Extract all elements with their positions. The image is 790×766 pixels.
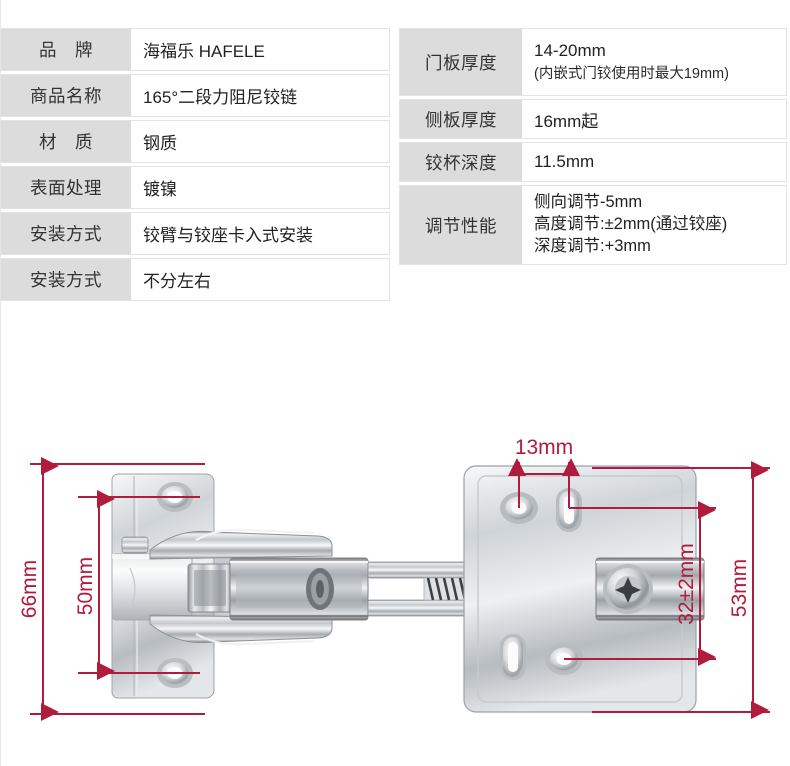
arm-left-block <box>187 563 233 613</box>
spec-value-material: 钢质 <box>131 121 389 162</box>
dimension-label-32mm: 32±2mm <box>675 543 698 625</box>
spec-table-right: 门板厚度 14-20mm (内嵌式门铰使用时最大19mm) 侧板厚度 16mm起… <box>399 28 787 301</box>
dimension-66mm: 66mm <box>18 457 205 721</box>
spec-value-door-thickness-note: (内嵌式门铰使用时最大19mm) <box>534 66 729 82</box>
spec-label-install-method: 安装方式 <box>1 213 131 254</box>
spec-value-door-thickness: 14-20mm (内嵌式门铰使用时最大19mm) <box>522 29 786 95</box>
spec-value-surface-finish: 镀镍 <box>131 167 389 208</box>
spec-label-cup-depth: 铰杯深度 <box>400 143 522 181</box>
table-row: 商品名称 165°二段力阻尼铰链 <box>0 74 390 117</box>
spec-value-adjustment-line-1: 侧向调节-5mm <box>534 193 643 212</box>
table-row: 门板厚度 14-20mm (内嵌式门铰使用时最大19mm) <box>399 28 787 96</box>
spec-value-brand: 海福乐 HAFELE <box>131 29 389 70</box>
spec-label-brand: 品 牌 <box>1 29 131 70</box>
spec-label-product-name: 商品名称 <box>1 75 131 116</box>
spec-value-side-panel-thickness: 16mm起 <box>522 100 786 138</box>
spec-value-adjustment-line-2: 高度调节:±2mm(通过铰座) <box>534 215 728 234</box>
spec-value-material-text: 钢质 <box>143 134 177 153</box>
hinge-arm-upper-link <box>149 528 333 560</box>
hinge-arm <box>229 557 369 621</box>
spec-value-brand-text: 海福乐 HAFELE <box>143 42 265 61</box>
spec-label-door-thickness: 门板厚度 <box>400 29 522 95</box>
spec-label-surface-finish: 表面处理 <box>1 167 131 208</box>
hinge-arm-lower-link <box>149 614 333 646</box>
spec-table-left: 品 牌 海福乐 HAFELE 商品名称 165°二段力阻尼铰链 材 质 钢质 表… <box>0 28 390 301</box>
dimension-label-66mm: 66mm <box>18 560 41 618</box>
cam-roller <box>306 568 334 610</box>
table-row: 侧板厚度 16mm起 <box>399 99 787 139</box>
spec-value-door-thickness-text: 14-20mm <box>534 41 606 60</box>
dimension-label-50mm: 50mm <box>74 557 97 615</box>
hinge-assembly-illustration <box>111 465 705 713</box>
hinge-technical-diagram: 66mm 50mm 13mm <box>0 392 790 766</box>
dimension-annotations: 66mm 50mm 13mm <box>18 436 770 721</box>
dimension-53mm: 53mm <box>592 461 770 719</box>
table-row: 调节性能 侧向调节-5mm 高度调节:±2mm(通过铰座) 深度调节:+3mm <box>399 185 787 265</box>
spec-value-install-method-text: 铰臂与铰座卡入式安装 <box>143 226 313 245</box>
base-plate-slot-top-right <box>556 488 582 532</box>
hinge-knuckle <box>121 536 149 554</box>
table-row: 安装方式 铰臂与铰座卡入式安装 <box>0 212 390 255</box>
spec-value-install-method: 铰臂与铰座卡入式安装 <box>131 213 389 254</box>
spec-label-handing: 安装方式 <box>1 259 131 300</box>
table-row: 安装方式 不分左右 <box>0 258 390 301</box>
spec-value-side-panel-thickness-text: 16mm起 <box>534 111 599 131</box>
dimension-32mm: 32±2mm <box>564 501 716 666</box>
spec-label-adjustment: 调节性能 <box>400 186 522 264</box>
table-row: 材 质 钢质 <box>0 120 390 163</box>
table-row: 铰杯深度 11.5mm <box>399 142 787 182</box>
spec-value-surface-finish-text: 镀镍 <box>143 180 177 199</box>
page-left-hairline <box>0 0 1 766</box>
spec-value-product-name: 165°二段力阻尼铰链 <box>131 75 389 116</box>
base-plate <box>463 465 697 713</box>
spec-value-handing-text: 不分左右 <box>143 272 211 291</box>
spec-value-cup-depth: 11.5mm <box>522 143 786 181</box>
arm-rails-right <box>367 561 489 617</box>
spec-label-side-panel-thickness: 侧板厚度 <box>400 100 522 138</box>
base-plate-slot-bottom-left <box>500 634 526 680</box>
spec-value-handing: 不分左右 <box>131 259 389 300</box>
phillips-screw <box>603 564 653 614</box>
table-row: 品 牌 海福乐 HAFELE <box>0 28 390 71</box>
spec-value-adjustment-line-3: 深度调节:+3mm <box>534 236 651 255</box>
specification-tables: 品 牌 海福乐 HAFELE 商品名称 165°二段力阻尼铰链 材 质 钢质 表… <box>0 28 790 301</box>
spec-value-product-name-text: 165°二段力阻尼铰链 <box>143 88 298 107</box>
dimension-50mm: 50mm <box>74 490 200 680</box>
spec-label-material: 材 质 <box>1 121 131 162</box>
dimension-label-53mm: 53mm <box>728 559 751 617</box>
spec-value-cup-depth-text: 11.5mm <box>534 152 595 171</box>
table-row: 表面处理 镀镍 <box>0 166 390 209</box>
damper-body <box>111 553 193 621</box>
dimension-label-13mm: 13mm <box>515 436 573 459</box>
dimension-13mm: 13mm <box>508 436 580 508</box>
spec-value-adjustment: 侧向调节-5mm 高度调节:±2mm(通过铰座) 深度调节:+3mm <box>522 186 786 264</box>
